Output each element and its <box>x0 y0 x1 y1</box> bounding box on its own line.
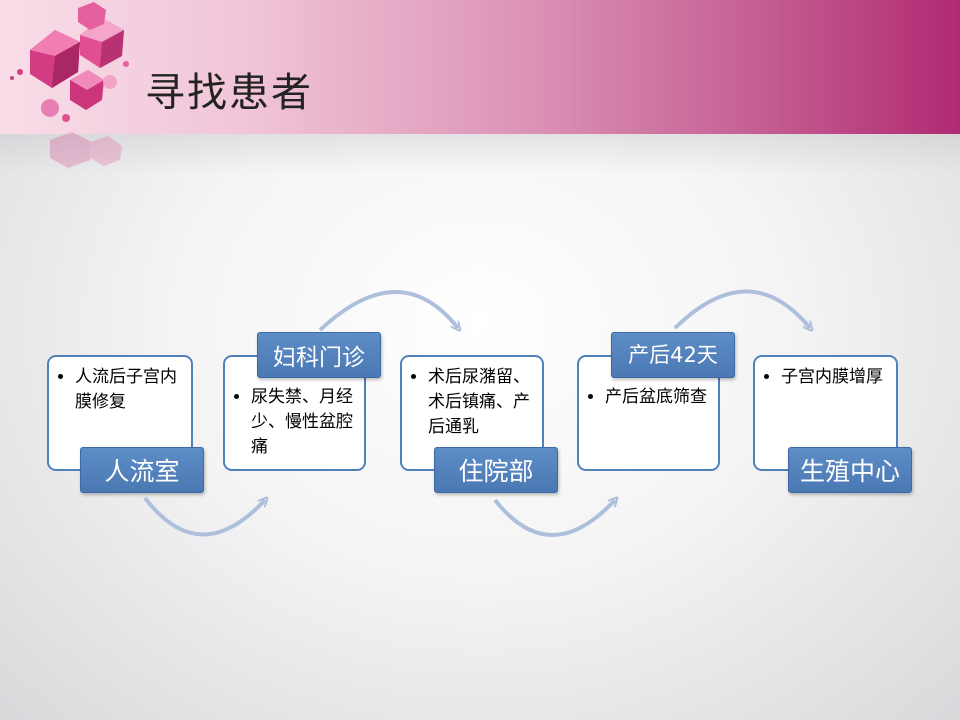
arrow-3-4 <box>493 500 615 537</box>
arrow-4-5 <box>673 289 810 329</box>
step-card-4-item: 产后盆底筛查 <box>605 385 712 410</box>
step-label-3: 住院部 <box>434 447 558 493</box>
step-card-2-item: 尿失禁、月经少、慢性盆腔痛 <box>251 385 358 460</box>
header-shadow <box>0 134 960 174</box>
step-label-1: 人流室 <box>80 447 204 493</box>
step-card-5-item: 子宫内膜增厚 <box>781 365 890 390</box>
step-label-5: 生殖中心 <box>788 447 912 493</box>
step-label-2: 妇科门诊 <box>257 332 381 378</box>
decorative-cubes-icon <box>10 2 129 168</box>
arrow-2-3 <box>318 290 458 330</box>
arrow-1-2 <box>143 498 265 537</box>
header-band <box>0 0 960 134</box>
step-card-1: 人流后子宫内膜修复 <box>47 355 193 471</box>
step-label-4: 产后42天 <box>611 332 735 378</box>
step-card-3-item: 术后尿潴留、术后镇痛、产后通乳 <box>428 365 536 440</box>
step-card-1-item: 人流后子宫内膜修复 <box>75 365 185 415</box>
page-title: 寻找患者 <box>145 70 313 116</box>
